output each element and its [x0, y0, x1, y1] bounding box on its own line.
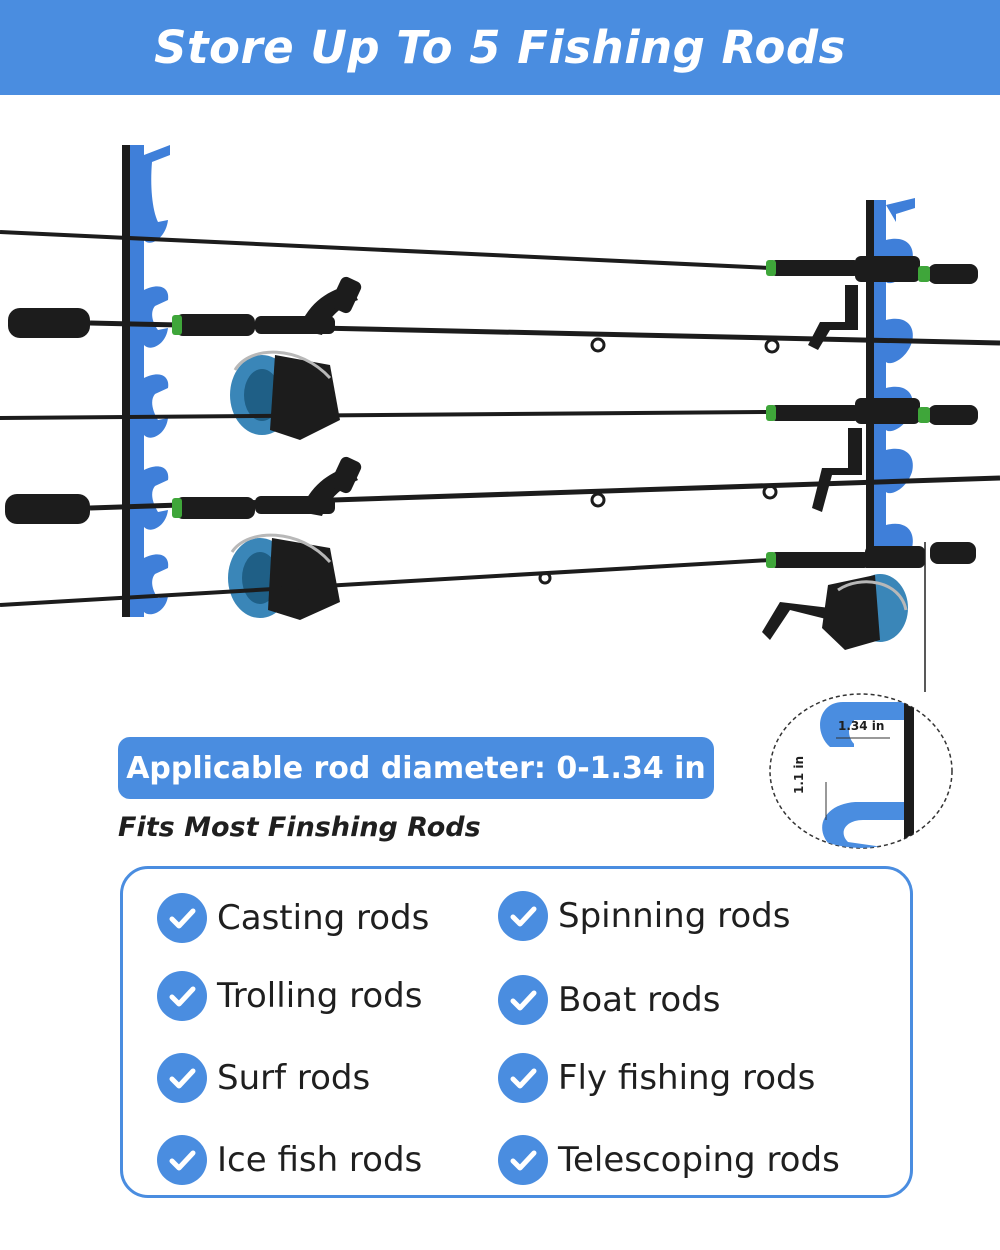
list-item-label: Telescoping rods — [558, 1140, 840, 1180]
rod-1 — [0, 230, 978, 350]
rod-types-list: Casting rods Spinning rods Trolling rods… — [120, 866, 913, 1198]
list-item-label: Casting rods — [217, 898, 430, 938]
list-item: Boat rods — [498, 975, 720, 1025]
check-circle-icon — [157, 971, 207, 1021]
list-item-label: Fly fishing rods — [558, 1058, 816, 1098]
rod-5 — [0, 542, 976, 607]
list-item-label: Spinning rods — [558, 896, 791, 936]
list-item: Casting rods — [157, 893, 429, 943]
list-item: Spinning rods — [498, 891, 790, 941]
list-item: Telescoping rods — [498, 1135, 840, 1185]
list-item-label: Boat rods — [558, 980, 721, 1020]
list-item-label: Ice fish rods — [217, 1140, 423, 1180]
list-item: Fly fishing rods — [498, 1053, 815, 1103]
detail-width-label: 1.34 in — [838, 719, 885, 733]
page-title: Store Up To 5 Fishing Rods — [154, 21, 846, 74]
check-circle-icon — [498, 975, 548, 1025]
spinning-reel-3 — [762, 574, 908, 650]
check-circle-icon — [498, 891, 548, 941]
rod-3 — [0, 398, 978, 512]
rod-diameter-label: Applicable rod diameter: 0-1.34 in — [126, 750, 706, 786]
list-item-label: Surf rods — [217, 1058, 371, 1098]
rod-rack-illustration — [0, 145, 1000, 692]
list-item: Ice fish rods — [157, 1135, 422, 1185]
list-item-label: Trolling rods — [217, 976, 423, 1016]
rod-diameter-badge: Applicable rod diameter: 0-1.34 in — [118, 737, 714, 799]
check-circle-icon — [157, 1135, 207, 1185]
check-circle-icon — [157, 893, 207, 943]
check-circle-icon — [498, 1053, 548, 1103]
check-circle-icon — [498, 1135, 548, 1185]
fits-label: Fits Most Finshing Rods — [118, 812, 481, 843]
right-rack — [866, 198, 915, 568]
left-rack — [122, 145, 170, 617]
detail-height-label: 1.1 in — [792, 755, 806, 794]
check-circle-icon — [157, 1053, 207, 1103]
title-banner: Store Up To 5 Fishing Rods — [0, 0, 1000, 95]
list-item: Trolling rods — [157, 971, 422, 1021]
list-item: Surf rods — [157, 1053, 370, 1103]
spinning-reel-2 — [228, 456, 362, 620]
hook-detail: 1.34 in 1.1 in — [768, 692, 954, 850]
